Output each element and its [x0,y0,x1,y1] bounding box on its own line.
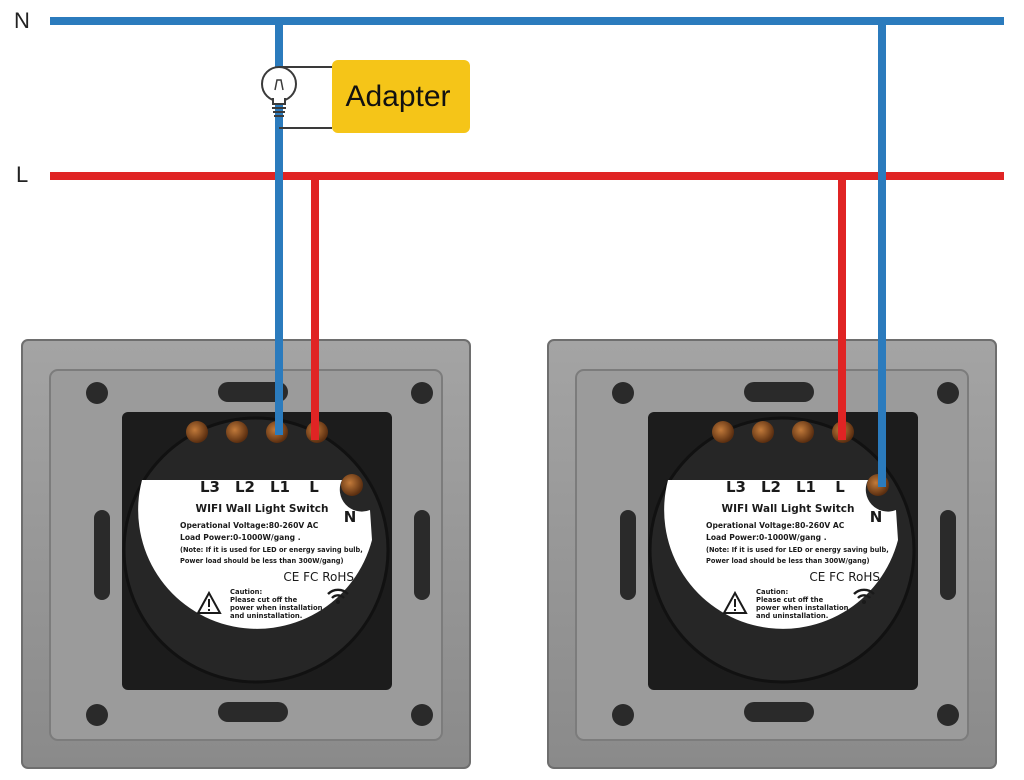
screw-terminal [226,421,248,443]
mounting-slot [414,510,430,600]
terminal-label-n: N [344,508,357,526]
mounting-slot [218,702,288,722]
mounting-slot [940,510,956,600]
mounting-slot [94,510,110,600]
wall-switch-1: L3 L2 L1 L N WIFI Wall Light Switch Oper… [21,339,471,769]
product-title: WIFI Wall Light Switch [196,503,329,515]
caution-line1: Please cut off the [756,596,824,604]
mounting-slot [620,510,636,600]
caution-title: Caution: [230,588,262,596]
label-sticker [664,480,898,629]
caution-line2: power when installation [230,604,323,612]
wifi-icon [853,588,875,604]
live-bus-label: L [16,162,28,187]
screw-terminal [712,421,734,443]
mounting-hole [411,382,433,404]
terminal-label-l3: L3 [200,478,220,496]
mounting-slot [744,702,814,722]
product-title: WIFI Wall Light Switch [722,503,855,515]
adapter-box [332,60,470,133]
terminal-label-l3: L3 [726,478,746,496]
neutral-bus-label: N [14,8,30,33]
screw-terminal [752,421,774,443]
spec-voltage: Operational Voltage:80-260V AC [180,521,319,530]
mounting-hole [86,704,108,726]
caution-line1: Please cut off the [230,596,298,604]
spec-note-line2: Power load should be less than 300W/gang… [180,557,344,565]
light-bulb-icon [261,66,297,117]
screw-terminal [792,421,814,443]
label-sticker [138,480,372,629]
spec-note-line1: (Note: If it is used for LED or energy s… [180,546,363,554]
mounting-hole [612,382,634,404]
spec-power: Load Power:0-1000W/gang . [180,533,301,542]
caution-line3: and uninstallation. [756,612,828,620]
spec-power: Load Power:0-1000W/gang . [706,533,827,542]
screw-terminal-neutral [341,474,363,496]
mounting-slot [218,382,288,402]
mounting-hole [86,382,108,404]
spec-note-line2: Power load should be less than 300W/gang… [706,557,870,565]
terminal-label-n: N [870,508,883,526]
wifi-icon [327,588,349,604]
certification-marks: CE FC RoHS [283,570,354,584]
adapter-label: Adapter [345,80,450,113]
mounting-slot [744,382,814,402]
terminal-label-l1: L1 [796,478,816,496]
warning-triangle-icon [722,590,748,614]
terminal-label-l1: L1 [270,478,290,496]
spec-note-line1: (Note: If it is used for LED or energy s… [706,546,889,554]
mounting-hole [937,382,959,404]
caution-line2: power when installation [756,604,849,612]
terminal-label-l: L [835,478,845,496]
caution-line3: and uninstallation. [230,612,302,620]
warning-triangle-icon [196,590,222,614]
terminal-label-l: L [309,478,319,496]
screw-terminal [186,421,208,443]
terminal-label-l2: L2 [235,478,255,496]
certification-marks: CE FC RoHS [809,570,880,584]
terminal-label-l2: L2 [761,478,781,496]
caution-title: Caution: [756,588,788,596]
spec-voltage: Operational Voltage:80-260V AC [706,521,845,530]
mounting-hole [411,704,433,726]
wall-switch-2: L3 L2 L1 L N WIFI Wall Light Switch Oper… [547,339,997,769]
mounting-hole [937,704,959,726]
mounting-hole [612,704,634,726]
